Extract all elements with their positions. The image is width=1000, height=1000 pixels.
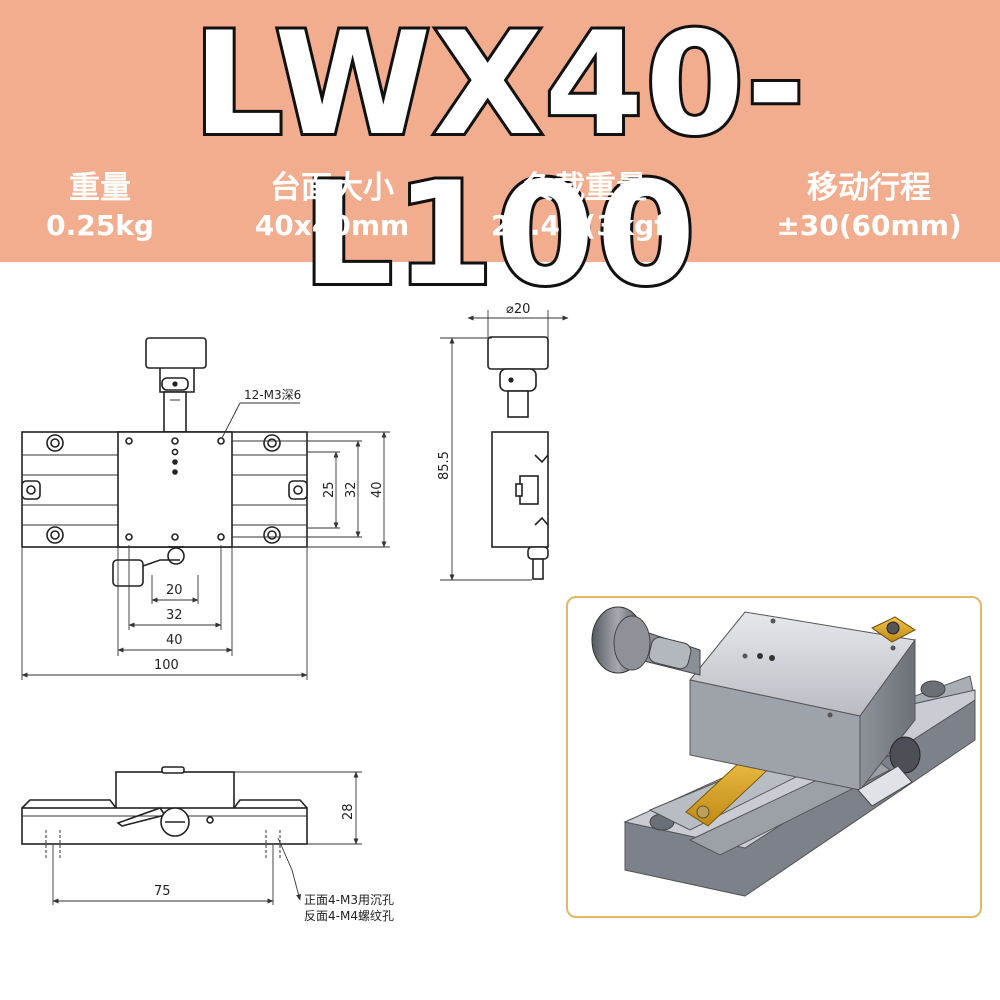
micrometer-knob-side <box>487 336 549 370</box>
side-view: ⌀20 85.5 <box>437 302 569 581</box>
dim-h28: 28 <box>341 803 356 820</box>
stage-table <box>117 431 233 548</box>
right-slot <box>288 480 308 500</box>
left-slot <box>21 480 41 500</box>
spec-label: 负载重量 <box>523 170 647 206</box>
spec-label: 移动行程 <box>807 170 931 206</box>
knob-pin <box>172 381 178 387</box>
spec-weight: 重量 0.25kg <box>0 168 220 244</box>
spec-value: ±30(60mm) <box>776 209 962 242</box>
dim-v32: 32 <box>344 481 359 498</box>
spec-load: 负载重量 29.4N(3kgf) <box>465 168 705 244</box>
spec-table-size: 台面大小 40x40mm <box>212 168 452 244</box>
spec-value: 0.25kg <box>46 209 154 242</box>
spec-value: 29.4N(3kgf) <box>490 209 680 242</box>
lock-lever <box>112 559 144 587</box>
model-title: LWX40-L100 <box>190 2 808 317</box>
spindle-side <box>507 390 529 418</box>
front-view: 75 28 正面4-M3用沉孔 反面4-M4螺纹孔 <box>21 766 394 923</box>
spindle <box>163 391 187 433</box>
spec-label: 重量 <box>69 170 131 206</box>
dim-32: 32 <box>166 608 183 623</box>
collar-side <box>499 368 537 392</box>
spec-value: 40x40mm <box>254 209 410 242</box>
dim-40: 40 <box>166 633 183 648</box>
product-render <box>591 606 976 897</box>
dim-75: 75 <box>154 884 171 899</box>
table-holes <box>125 437 225 541</box>
dim-v25: 25 <box>322 481 337 498</box>
hole-note-front: 正面4-M3用沉孔 <box>304 893 394 907</box>
dim-height: 85.5 <box>437 451 452 480</box>
dim-20: 20 <box>166 583 183 598</box>
micrometer-knob <box>145 337 207 369</box>
hole-note: 12-M3深6 <box>244 388 301 402</box>
top-view: 12-M3深6 20 32 40 100 <box>21 337 390 680</box>
dim-100: 100 <box>154 658 179 673</box>
hole-note-back: 反面4-M4螺纹孔 <box>304 909 394 923</box>
dim-v40: 40 <box>370 481 385 498</box>
dim-diameter: ⌀20 <box>506 302 530 317</box>
header-banner: LWX40-L100 重量 0.25kg 台面大小 40x40mm 负载重量 2… <box>0 0 1000 313</box>
spec-label: 台面大小 <box>270 170 394 206</box>
base-holes <box>46 434 281 544</box>
spec-travel: 移动行程 ±30(60mm) <box>749 168 989 244</box>
